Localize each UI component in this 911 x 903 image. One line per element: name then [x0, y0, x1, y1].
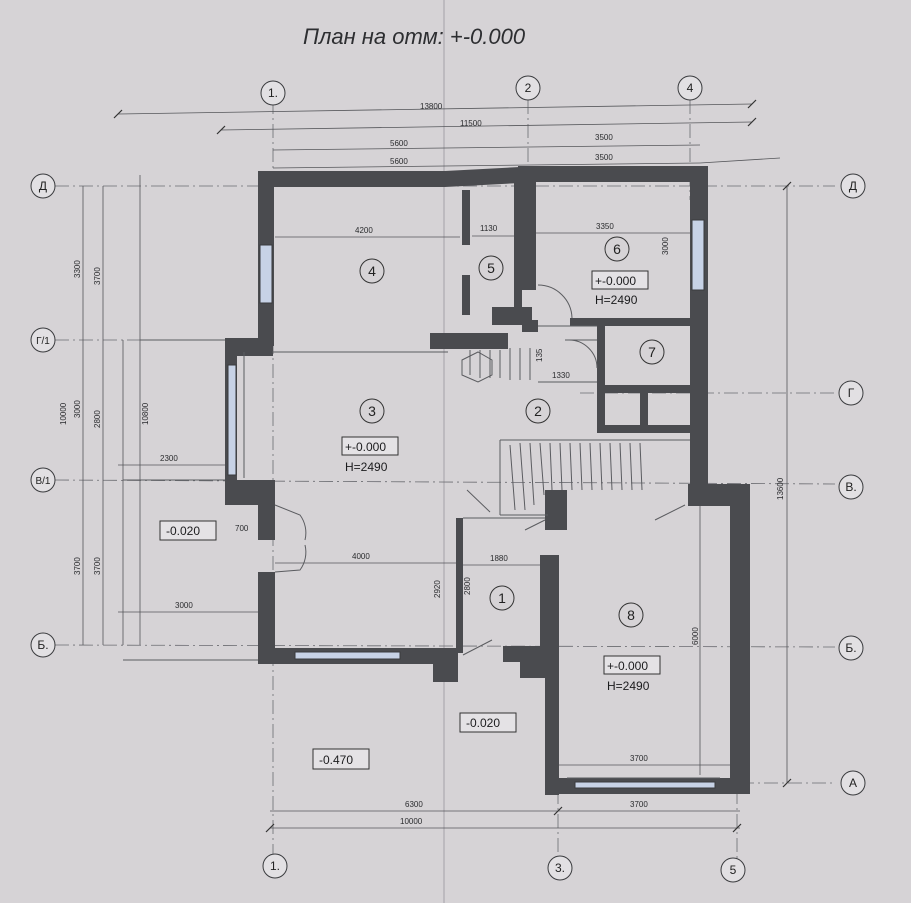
svg-text:700: 700 [235, 524, 249, 533]
svg-text:Д: Д [849, 179, 857, 193]
svg-text:3300: 3300 [73, 260, 82, 278]
svg-text:10800: 10800 [141, 402, 150, 425]
svg-text:2800: 2800 [463, 577, 472, 595]
axis-bubbles-right: Д Г В. Б. А [838, 173, 866, 796]
svg-text:6300: 6300 [405, 800, 423, 809]
svg-text:1130: 1130 [480, 224, 498, 233]
svg-text:3500: 3500 [595, 153, 613, 162]
svg-text:Г/1: Г/1 [36, 336, 50, 347]
svg-text:Г: Г [848, 386, 855, 400]
dimension-labels: 13800 11500 5600 3500 5600 3500 4200 113… [59, 102, 785, 826]
svg-text:135: 135 [535, 348, 544, 362]
svg-text:А: А [849, 776, 857, 790]
level-box-terrace [159, 520, 217, 541]
level-box-room8 [603, 655, 661, 675]
svg-text:11500: 11500 [460, 119, 482, 128]
svg-text:H=2490: H=2490 [595, 293, 638, 307]
svg-text:3700: 3700 [93, 557, 102, 575]
svg-text:4: 4 [687, 81, 694, 95]
svg-text:+-0.000: +-0.000 [345, 440, 386, 454]
svg-text:3.: 3. [555, 861, 565, 875]
svg-text:В/1: В/1 [35, 476, 50, 487]
svg-text:5: 5 [487, 260, 495, 276]
svg-text:3000: 3000 [661, 237, 670, 255]
room-3-marker [359, 398, 385, 424]
level-box-room6 [591, 270, 649, 290]
svg-text:4000: 4000 [352, 552, 370, 561]
plan-title: План на отм: +-0.000 [303, 24, 526, 49]
svg-text:3700: 3700 [93, 267, 102, 285]
level-box-entrance [459, 712, 517, 733]
svg-text:H=2490: H=2490 [607, 679, 650, 693]
svg-text:5: 5 [730, 863, 737, 877]
svg-text:-0.470: -0.470 [319, 753, 353, 767]
svg-text:6000: 6000 [691, 627, 700, 645]
thin-lines [123, 325, 720, 779]
svg-text:Д: Д [39, 179, 47, 193]
room-6-marker [604, 236, 630, 262]
svg-text:3000: 3000 [73, 400, 82, 418]
svg-text:3700: 3700 [73, 557, 82, 575]
svg-text:13600: 13600 [776, 477, 785, 500]
svg-text:3500: 3500 [595, 133, 613, 142]
svg-text:2300: 2300 [160, 454, 178, 463]
svg-text:В.: В. [845, 480, 856, 494]
stairs [461, 348, 643, 511]
svg-text:2920: 2920 [433, 580, 442, 598]
room-4-marker [359, 258, 385, 284]
svg-text:1.: 1. [270, 859, 280, 873]
room-7-marker [639, 339, 665, 365]
svg-text:+-0.000: +-0.000 [595, 274, 636, 288]
svg-text:5600: 5600 [390, 157, 408, 166]
room-8-marker [618, 602, 644, 628]
svg-text:-0.020: -0.020 [166, 524, 200, 538]
room-2-marker [525, 398, 551, 424]
svg-text:1: 1 [498, 590, 506, 606]
svg-text:3700: 3700 [630, 800, 648, 809]
room-numbers: 4 5 6 7 3 2 1 8 [359, 236, 665, 628]
svg-text:3350: 3350 [596, 222, 614, 231]
svg-text:8: 8 [627, 607, 635, 623]
svg-text:13800: 13800 [420, 102, 443, 111]
svg-text:4200: 4200 [355, 226, 373, 235]
svg-text:7: 7 [648, 344, 656, 360]
svg-text:2: 2 [525, 81, 532, 95]
svg-text:-0.020: -0.020 [466, 716, 500, 730]
svg-text:1330: 1330 [552, 371, 570, 380]
svg-text:Б.: Б. [845, 641, 856, 655]
walls [225, 166, 750, 795]
svg-text:+-0.000: +-0.000 [607, 659, 648, 673]
room-5-marker [478, 255, 504, 281]
svg-text:10000: 10000 [400, 817, 423, 826]
svg-text:H=2490: H=2490 [345, 460, 388, 474]
level-labels: +-0.000 H=2490 +-0.000 H=2490 +-0.000 H=… [159, 270, 661, 770]
doors [274, 284, 686, 656]
axis-bubbles-top: 1. 2 4 [260, 75, 703, 106]
axis-bubbles-left: Д Г/1 В/1 Б. [30, 173, 56, 658]
svg-text:6: 6 [613, 241, 621, 257]
svg-text:3: 3 [368, 403, 376, 419]
svg-text:10000: 10000 [59, 402, 68, 425]
svg-text:1.: 1. [268, 86, 278, 100]
windows [227, 219, 716, 789]
svg-text:3000: 3000 [175, 601, 193, 610]
dimension-lines [82, 99, 792, 833]
level-box-ground [312, 748, 370, 770]
svg-text:5600: 5600 [390, 139, 408, 148]
level-box-room3 [341, 436, 399, 456]
axis-bubbles-bottom: 1. 3. 5 [262, 853, 746, 883]
svg-text:2: 2 [534, 403, 542, 419]
svg-text:4: 4 [368, 263, 376, 279]
svg-text:Б.: Б. [37, 638, 48, 652]
svg-text:3700: 3700 [630, 754, 648, 763]
svg-text:2800: 2800 [93, 410, 102, 428]
room-1-marker [489, 585, 515, 611]
svg-text:1880: 1880 [490, 554, 508, 563]
